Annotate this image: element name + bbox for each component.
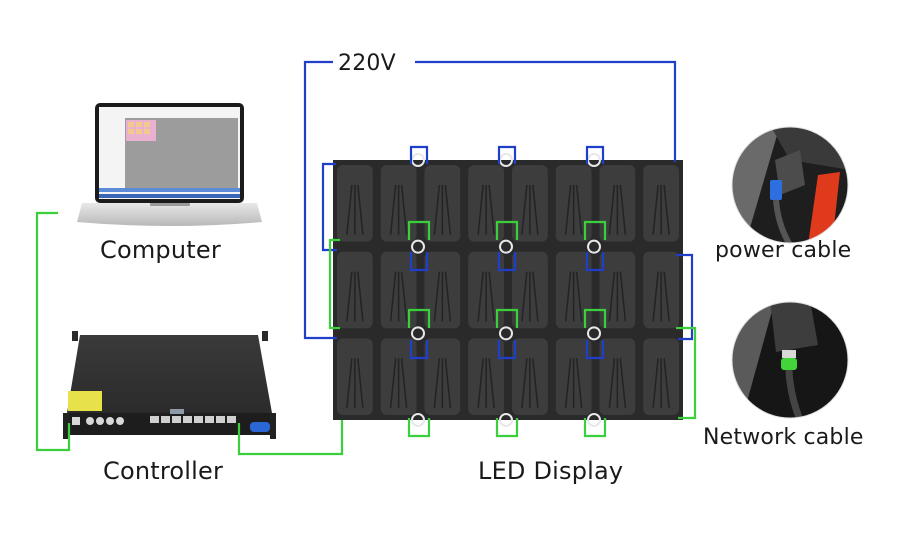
power-jumper bbox=[409, 145, 429, 164]
network-jumper bbox=[583, 418, 607, 438]
power-link-right bbox=[676, 253, 694, 341]
cabinet-rib bbox=[346, 184, 364, 235]
network-jumper bbox=[407, 308, 431, 328]
cabinet-rib bbox=[652, 358, 670, 409]
power-cable-label: power cable bbox=[715, 238, 852, 263]
cabinet-rib bbox=[477, 358, 495, 409]
power-line-main bbox=[303, 60, 337, 340]
warning-label bbox=[68, 391, 102, 411]
network-jumper bbox=[583, 308, 607, 328]
computer-laptop-image bbox=[77, 103, 262, 226]
network-jumper bbox=[407, 418, 431, 438]
cabinet-lock-ring bbox=[587, 326, 601, 341]
cabinet-lock-ring bbox=[499, 413, 513, 427]
network-link-right bbox=[676, 326, 697, 420]
cabinet-rib bbox=[389, 184, 408, 235]
cabinet-lock-ring bbox=[499, 326, 513, 341]
power-line-top bbox=[415, 60, 677, 162]
cabinet-rib bbox=[433, 184, 452, 235]
cabinet-rib bbox=[564, 358, 583, 409]
cabinet-lock-ring bbox=[499, 239, 513, 254]
cabinet-rib bbox=[521, 271, 539, 322]
ethernet-ports bbox=[150, 416, 236, 423]
cabinet-rib bbox=[652, 184, 670, 235]
cabinet-rib bbox=[652, 271, 670, 322]
network-jumper bbox=[407, 220, 431, 240]
cabinet-lock-ring bbox=[587, 239, 601, 254]
power-jumper bbox=[409, 252, 429, 272]
network-line-controller-display bbox=[237, 420, 344, 456]
cabinet-rib bbox=[477, 271, 495, 322]
network-connector-green bbox=[781, 358, 797, 370]
cabinet-rib bbox=[433, 358, 452, 409]
network-line-computer-controller bbox=[35, 211, 71, 452]
power-jumper bbox=[497, 340, 517, 360]
cabinet-lock-ring bbox=[411, 326, 425, 341]
cabinet-lock-ring bbox=[411, 239, 425, 254]
power-cable-photo bbox=[732, 127, 848, 243]
cabinet-rib bbox=[608, 184, 627, 235]
network-jumper bbox=[495, 220, 519, 240]
cabinet-rib bbox=[564, 184, 583, 235]
network-jumper bbox=[583, 220, 607, 240]
cabinet-rib bbox=[389, 271, 408, 322]
power-connector-blue bbox=[770, 180, 782, 200]
cabinet-rib bbox=[346, 358, 364, 409]
power-jumper bbox=[497, 252, 517, 272]
controller-device-image bbox=[63, 331, 276, 439]
power-jumper bbox=[585, 252, 605, 272]
cabinet-rib bbox=[608, 271, 627, 322]
cabinet-rib bbox=[608, 358, 627, 409]
cabinet-lock-ring bbox=[411, 413, 425, 427]
network-jumper bbox=[495, 308, 519, 328]
network-link-left bbox=[328, 238, 340, 330]
led-display-label: LED Display bbox=[478, 457, 624, 485]
network-cable-photo bbox=[732, 302, 848, 418]
power-jumper bbox=[409, 340, 429, 360]
power-connector bbox=[250, 422, 270, 432]
power-jumper bbox=[497, 145, 517, 164]
cabinet-rib bbox=[521, 184, 539, 235]
cabinet-rib bbox=[477, 184, 495, 235]
controller-label: Controller bbox=[103, 457, 224, 485]
network-jumper bbox=[495, 418, 519, 438]
cabinet-rib bbox=[564, 271, 583, 322]
network-cable-label: Network cable bbox=[703, 425, 864, 450]
computer-label: Computer bbox=[100, 236, 221, 264]
power-wiring bbox=[303, 60, 694, 360]
power-jumper bbox=[585, 145, 605, 164]
cabinet-lock-ring bbox=[587, 413, 601, 427]
cabinet-rib bbox=[389, 358, 408, 409]
power-jumper bbox=[585, 340, 605, 360]
network-wiring bbox=[35, 211, 697, 456]
screen-module-grid bbox=[126, 120, 156, 141]
cabinet-rib bbox=[433, 271, 452, 322]
cabinet-rib bbox=[346, 271, 364, 322]
led-display-wall bbox=[333, 153, 683, 427]
cabinet-rib bbox=[521, 358, 539, 409]
voltage-label: 220V bbox=[338, 51, 396, 76]
